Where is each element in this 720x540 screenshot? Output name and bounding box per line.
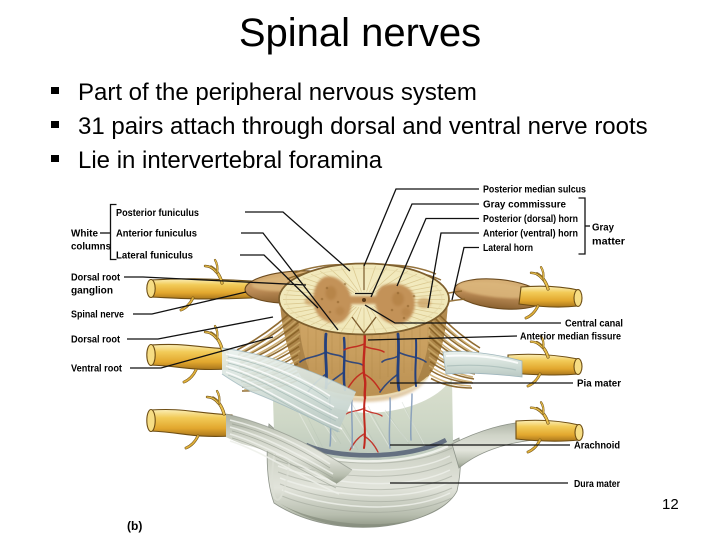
svg-text:Posterior funiculus: Posterior funiculus (116, 208, 199, 219)
svg-text:Lateral horn: Lateral horn (483, 243, 533, 254)
svg-text:ganglion: ganglion (71, 286, 113, 297)
svg-text:Anterior funiculus: Anterior funiculus (116, 229, 197, 240)
svg-text:Dura mater: Dura mater (574, 479, 620, 490)
svg-text:Posterior (dorsal) horn: Posterior (dorsal) horn (483, 214, 578, 225)
svg-text:Lateral funiculus: Lateral funiculus (116, 250, 193, 261)
svg-text:White: White (71, 229, 98, 240)
svg-text:Dorsal root: Dorsal root (71, 273, 121, 284)
svg-text:Pia mater: Pia mater (577, 379, 621, 390)
svg-text:Gray: Gray (592, 223, 614, 234)
svg-text:Central canal: Central canal (565, 319, 623, 330)
svg-text:Dorsal root: Dorsal root (71, 335, 121, 346)
svg-text:Anterior median fissure: Anterior median fissure (520, 332, 621, 343)
svg-text:columns: columns (71, 242, 111, 253)
svg-text:Gray commissure: Gray commissure (483, 199, 566, 210)
svg-text:Ventral root: Ventral root (71, 364, 123, 375)
svg-text:Anterior (ventral) horn: Anterior (ventral) horn (483, 228, 578, 239)
svg-text:Arachnoid: Arachnoid (574, 441, 620, 452)
svg-text:Posterior median sulcus: Posterior median sulcus (483, 184, 586, 195)
svg-text:Spinal nerve: Spinal nerve (71, 310, 124, 321)
svg-text:matter: matter (592, 237, 625, 248)
